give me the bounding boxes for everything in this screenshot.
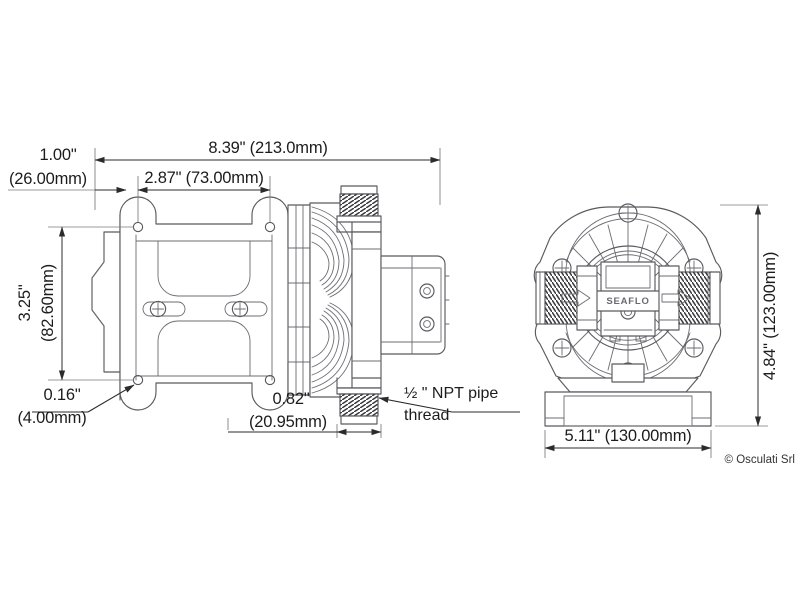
housing-screw-top (618, 203, 638, 223)
mounting-hole-bottom-right (264, 374, 276, 386)
pump-head-body (351, 231, 382, 379)
dimension-overall-height: 4.84" (123.00mm) (754, 204, 779, 427)
note-npt-thread-line2: thread (404, 407, 449, 424)
copyright-notice: © Osculati Srl (725, 454, 795, 466)
outlet-port-right (658, 265, 721, 331)
dimension-bracket-offset-line2: (26.00mm) (9, 170, 87, 188)
switch-port-upper (419, 283, 435, 299)
dimension-port-width: 0.82" (20.95mm) (228, 390, 382, 436)
note-npt-thread-line1: ½ " NPT pipe (404, 385, 498, 402)
dimension-overall-width-label: 5.11" (130.00mm) (564, 427, 691, 445)
flow-arrow-left (561, 289, 591, 307)
mounting-bracket (119, 196, 297, 411)
dimension-hole-vertical-spacing: 3.25" (82.60mm) (16, 226, 66, 381)
pump-head-upper-ribs (311, 206, 355, 298)
dimension-overall-width: 5.11" (130.00mm) (544, 427, 712, 452)
flow-arrow-right (661, 289, 691, 307)
housing-screw-lower-right (684, 338, 704, 358)
mounting-base (544, 363, 712, 427)
mounting-hole-top-right (264, 221, 276, 233)
side-elevation-view: 8.39" (213.0mm) 2.87" (73.00mm) 1.00" (2… (8, 139, 520, 438)
pressure-switch-housing (380, 255, 450, 355)
motor-barrel (287, 204, 311, 396)
dimension-overall-length-label: 8.39" (213.0mm) (208, 139, 327, 157)
mounting-hole-group (132, 221, 276, 386)
dimension-hole-vertical-spacing-line2: (82.60mm) (39, 264, 57, 342)
dimension-hole-spacing: 2.87" (73.00mm) (137, 169, 271, 194)
front-elevation-view: SEAFLO (533, 203, 779, 458)
inlet-port-left (535, 265, 598, 331)
dimension-overall-height-label: 4.84" (123.00mm) (761, 252, 779, 380)
dimension-bracket-offset-line1: 1.00" (40, 146, 77, 164)
dimension-hole-spacing-label: 2.87" (73.00mm) (144, 169, 263, 187)
note-npt-thread: ½ " NPT pipe thread (378, 385, 520, 424)
dimension-overall-length: 8.39" (213.0mm) (94, 139, 441, 164)
dimension-hole-diameter-line1: 0.16" (44, 386, 81, 404)
dimension-hole-vertical-spacing-line1: 3.25" (16, 284, 34, 321)
dimension-hole-diameter-line2: (4.00mm) (18, 409, 87, 427)
dimension-hole-diameter: 0.16" (4.00mm) (18, 384, 135, 427)
dimension-bracket-offset: 1.00" (26.00mm) (9, 146, 127, 194)
housing-screw-lower-left (552, 338, 572, 358)
dimension-port-width-line2: (20.95mm) (249, 413, 327, 431)
npt-port-bottom (336, 377, 382, 425)
bracket-screw-right (224, 300, 268, 318)
dimension-port-width-line1: 0.82" (273, 390, 310, 408)
switch-port-lower (419, 316, 435, 332)
bracket-screw-left (142, 300, 186, 318)
seaflo-brand-label: SEAFLO (606, 296, 649, 307)
